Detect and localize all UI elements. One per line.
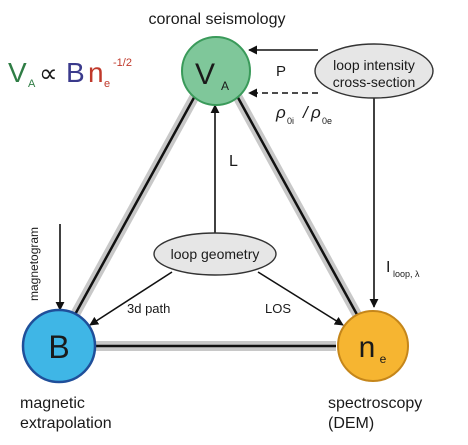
formula-v-sub: A: [28, 78, 36, 90]
triangle-edges: [67, 91, 365, 351]
title-coronal-seismology: coronal seismology: [149, 11, 286, 28]
title-magnetic: magnetic: [20, 395, 85, 412]
node-ne: n e: [337, 310, 409, 382]
title-spectroscopy: spectroscopy: [328, 395, 422, 412]
label-rho-1-sub: 0i: [287, 116, 294, 126]
label-rho-1: ρ: [275, 103, 286, 122]
formula-n: n: [88, 57, 104, 88]
arrow-3d-path: [89, 271, 173, 326]
label-i: I loop, λ: [386, 259, 420, 279]
formula-n-sub: e: [104, 78, 110, 90]
node-va: V A: [181, 36, 251, 106]
formula-prop: ∝: [39, 59, 58, 89]
proportionality-formula: V A ∝ B n e -1/2: [8, 57, 132, 90]
label-p: P: [276, 63, 286, 80]
formula-v: V: [8, 57, 27, 88]
edge-va-ne-line: [234, 93, 362, 321]
label-rho-2-sub: 0e: [322, 116, 332, 126]
arrows: [55, 45, 379, 326]
label-i-main: I: [386, 259, 390, 276]
label-i-sub: loop, λ: [393, 269, 420, 279]
loop-intensity-label-2: cross-section: [333, 74, 415, 90]
loop-intensity-ellipse: loop intensity cross-section: [314, 43, 434, 99]
node-b-label: B: [48, 329, 69, 365]
edge-va-b-line: [70, 93, 198, 321]
label-l: L: [229, 153, 238, 170]
label-rho-ratio: ρ 0i / ρ 0e: [275, 103, 332, 126]
node-b: B: [21, 308, 97, 384]
loop-geometry-ellipse: loop geometry: [153, 232, 277, 276]
title-dem: (DEM): [328, 415, 374, 432]
label-magnetogram: magnetogram: [27, 227, 41, 301]
loop-intensity-label-1: loop intensity: [333, 57, 415, 73]
loop-geometry-label: loop geometry: [171, 246, 260, 262]
formula-exponent: -1/2: [113, 57, 132, 69]
node-va-sub: A: [221, 79, 229, 93]
label-los: LOS: [265, 301, 291, 316]
title-extrapolation: extrapolation: [20, 415, 112, 432]
label-3d-path: 3d path: [127, 301, 170, 316]
node-va-label: V: [195, 58, 215, 91]
node-ne-label: n: [359, 331, 376, 364]
arrow-los: [257, 271, 344, 326]
node-ne-sub: e: [380, 352, 387, 366]
label-rho-2: ρ: [310, 103, 321, 122]
label-rho-slash: /: [302, 103, 310, 122]
formula-b: B: [66, 57, 85, 88]
